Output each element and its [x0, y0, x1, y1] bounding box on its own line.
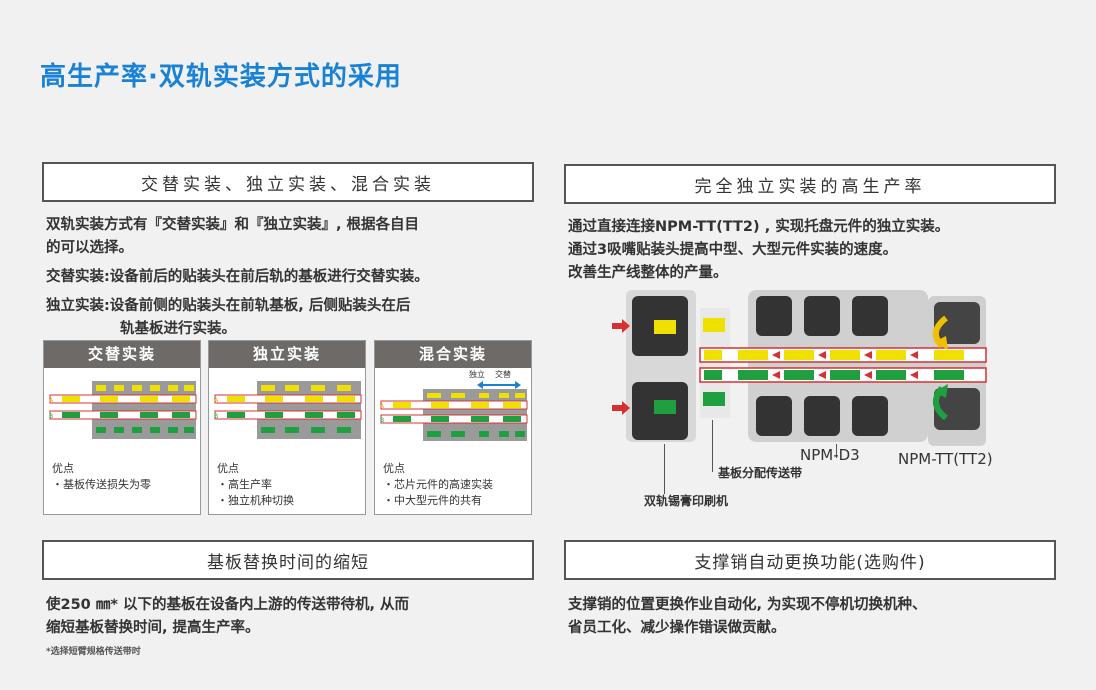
board-exchange-description: 使250 ㎜* 以下的基板在设备内上游的传送带待机, 从而 缩短基板替换时间, … [46, 594, 409, 640]
production-line-diagram [612, 290, 987, 446]
independent-mounting-diagram: A B [214, 381, 362, 439]
panel-independent-mounting: 独立实装 A B 优点 ・高生产率 ・独立机种切换 [208, 340, 366, 515]
panel-mixed-mounting: 混合实装 A B 独立 交替 优点 ・芯片元件的高速实装 ・中大型元件的共有 [374, 340, 532, 515]
leader-line [712, 420, 713, 472]
mounting-modes-description: 双轨实装方式有『交替实装』和『独立实装』, 根据各自目 的可以选择。 交替实装:… [46, 214, 429, 341]
advantages-title: 优点 [383, 462, 405, 475]
panel-title: 混合实装 [375, 341, 531, 368]
svg-text:A: A [380, 403, 385, 410]
leader-line [664, 444, 665, 494]
alternate-mounting-diagram: A B [49, 381, 197, 439]
advantage-item: ・独立机种切换 [217, 494, 294, 507]
label-npm-tt: NPM-TT(TT2) [898, 450, 993, 468]
text-line: 缩短基板替换时间, 提高生产率。 [46, 620, 260, 636]
text-line: 交替实装:设备前后的贴装头在前后轨的基板进行交替实装。 [46, 269, 429, 285]
advantage-item: ・芯片元件的高速实装 [383, 478, 493, 491]
label-printer: 双轨锡膏印刷机 [644, 494, 729, 508]
advantages-title: 优点 [52, 462, 74, 475]
svg-text:A: A [214, 397, 219, 404]
label-npm-d3: NPM-D3 [800, 446, 860, 464]
panel-title: 交替实装 [44, 341, 200, 368]
svg-text:A: A [49, 397, 54, 404]
text-line: 通过直接连接NPM-TT(TT2) , 实现托盘元件的独立实装。 [568, 219, 950, 235]
text-line: 的可以选择。 [46, 240, 133, 256]
page-title: 高生产率·双轨实装方式的采用 [40, 62, 402, 92]
text-line: 改善生产线整体的产量。 [568, 265, 728, 281]
svg-text:B: B [380, 417, 384, 424]
section-heading-mounting-modes: 交替实装、独立实装、混合实装 [42, 162, 534, 202]
advantages: 优点 ・芯片元件的高速实装 ・中大型元件的共有 [383, 461, 493, 509]
svg-text:B: B [214, 413, 218, 420]
advantages: 优点 ・基板传送损失为零 [52, 461, 151, 493]
panel-title: 独立实装 [209, 341, 365, 368]
arrow-label-independent: 独立 [469, 370, 485, 379]
section-heading-support-pin: 支撑销自动更换功能(选购件) [564, 540, 1056, 580]
text-line: 支撑销的位置更换作业自动化, 为实现不停机切换机种、 [568, 597, 927, 613]
arrow-label-alternate: 交替 [495, 370, 511, 379]
text-line: 通过3吸嘴贴装头提高中型、大型元件实装的速度。 [568, 242, 898, 258]
text-line: 轨基板进行实装。 [120, 321, 236, 337]
advantage-item: ・基板传送损失为零 [52, 478, 151, 491]
independent-productivity-description: 通过直接连接NPM-TT(TT2) , 实现托盘元件的独立实装。 通过3吸嘴贴装… [568, 216, 949, 285]
panel-alternate-mounting: 交替实装 A B 优点 ・基板传送损失为零 [43, 340, 201, 515]
footnote: *选择短臂规格传送带时 [46, 647, 141, 657]
advantages-title: 优点 [217, 462, 239, 475]
text-line: 独立实装:设备前侧的贴装头在前轨基板, 后侧贴装头在后 [46, 298, 411, 314]
mixed-mounting-diagram: A B [380, 381, 528, 441]
leader-line [836, 444, 837, 458]
section-heading-independent-productivity: 完全独立实装的高生产率 [564, 164, 1056, 204]
label-conveyor: 基板分配传送带 [718, 466, 803, 480]
text-line: 省员工化、减少操作错误做贡献。 [568, 620, 786, 636]
support-pin-description: 支撑销的位置更换作业自动化, 为实现不停机切换机种、 省员工化、减少操作错误做贡… [568, 594, 927, 640]
advantage-item: ・高生产率 [217, 478, 272, 491]
section-heading-board-exchange: 基板替换时间的缩短 [42, 540, 534, 580]
advantages: 优点 ・高生产率 ・独立机种切换 [217, 461, 294, 509]
advantage-item: ・中大型元件的共有 [383, 494, 482, 507]
text-line: 双轨实装方式有『交替实装』和『独立实装』, 根据各自目 [46, 217, 420, 233]
text-line: 使250 ㎜* 以下的基板在设备内上游的传送带待机, 从而 [46, 597, 410, 613]
svg-text:B: B [49, 413, 53, 420]
